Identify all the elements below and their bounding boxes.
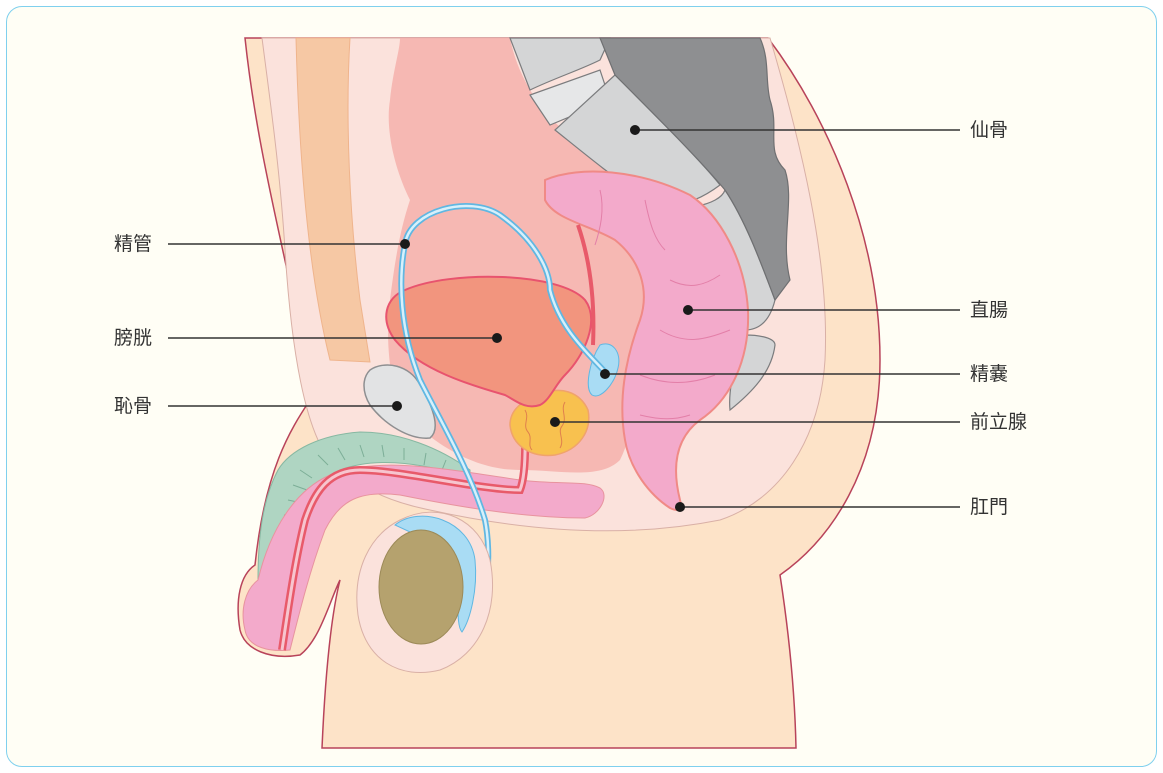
label-sacrum: 仙骨: [970, 119, 1008, 141]
testis-shape: [379, 530, 463, 644]
label-bladder: 膀胱: [114, 327, 152, 349]
label-anus: 肛門: [970, 496, 1008, 518]
label-rectum: 直腸: [970, 299, 1008, 321]
label-seminal-vesicle: 精嚢: [970, 363, 1008, 385]
label-vas-deferens: 精管: [114, 233, 152, 255]
label-pubic-bone: 恥骨: [114, 395, 152, 417]
label-prostate: 前立腺: [970, 411, 1027, 433]
